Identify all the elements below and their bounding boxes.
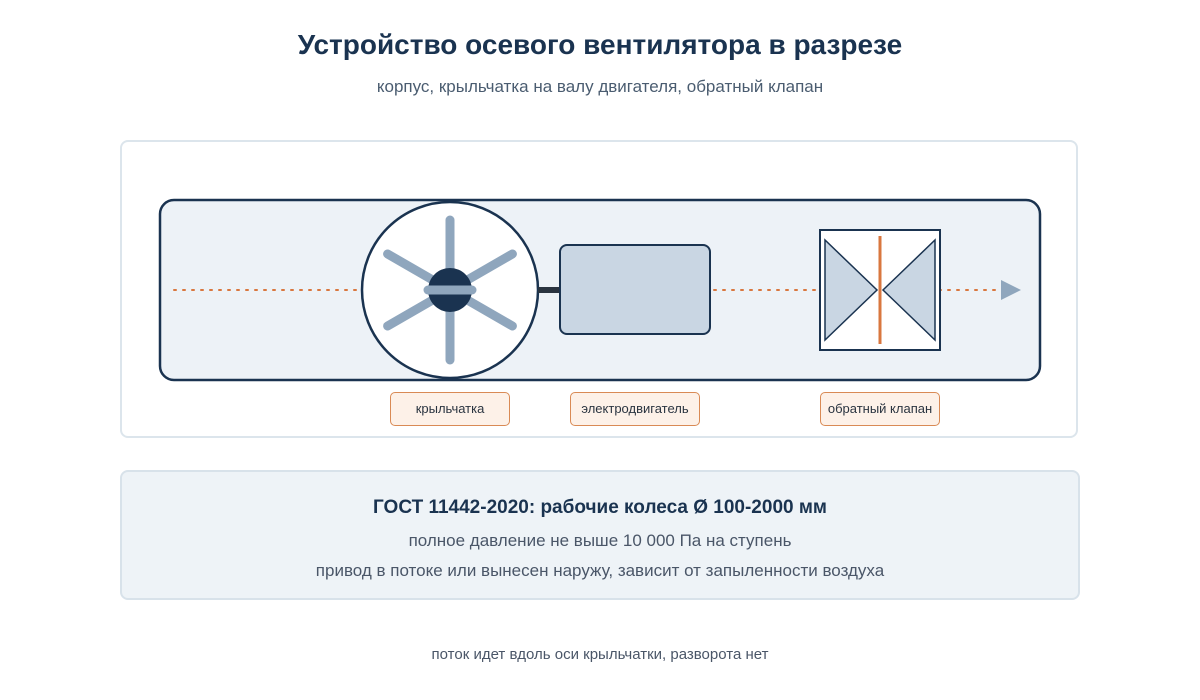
- impeller: [360, 200, 540, 380]
- footer-note: поток идет вдоль оси крыльчатки, разворо…: [431, 646, 769, 663]
- check-valve: [819, 229, 941, 351]
- label-check-valve: обратный клапан: [820, 392, 940, 426]
- page-title: Устройство осевого вентилятора в разрезе: [297, 29, 903, 60]
- label-impeller: крыльчатка: [390, 392, 510, 426]
- info-title: ГОСТ 11442-2020: рабочие колеса Ø 100-20…: [373, 497, 827, 518]
- info-line: полное давление не выше 10 000 Па на сту…: [408, 531, 792, 550]
- page-subtitle: корпус, крыльчатка на валу двигателя, об…: [376, 77, 824, 96]
- electric-motor: [559, 244, 711, 335]
- motor-shaft: [538, 287, 560, 293]
- info-card: ГОСТ 11442-2020: рабочие колеса Ø 100-20…: [120, 470, 1080, 600]
- check-valve-flap-left: [824, 238, 879, 342]
- check-valve-flap-right: [881, 238, 936, 342]
- airflow-arrow-icon: [1001, 280, 1021, 300]
- label-electric-motor: электродвигатель: [570, 392, 700, 426]
- info-line: привод в потоке или вынесен наружу, зави…: [315, 561, 885, 580]
